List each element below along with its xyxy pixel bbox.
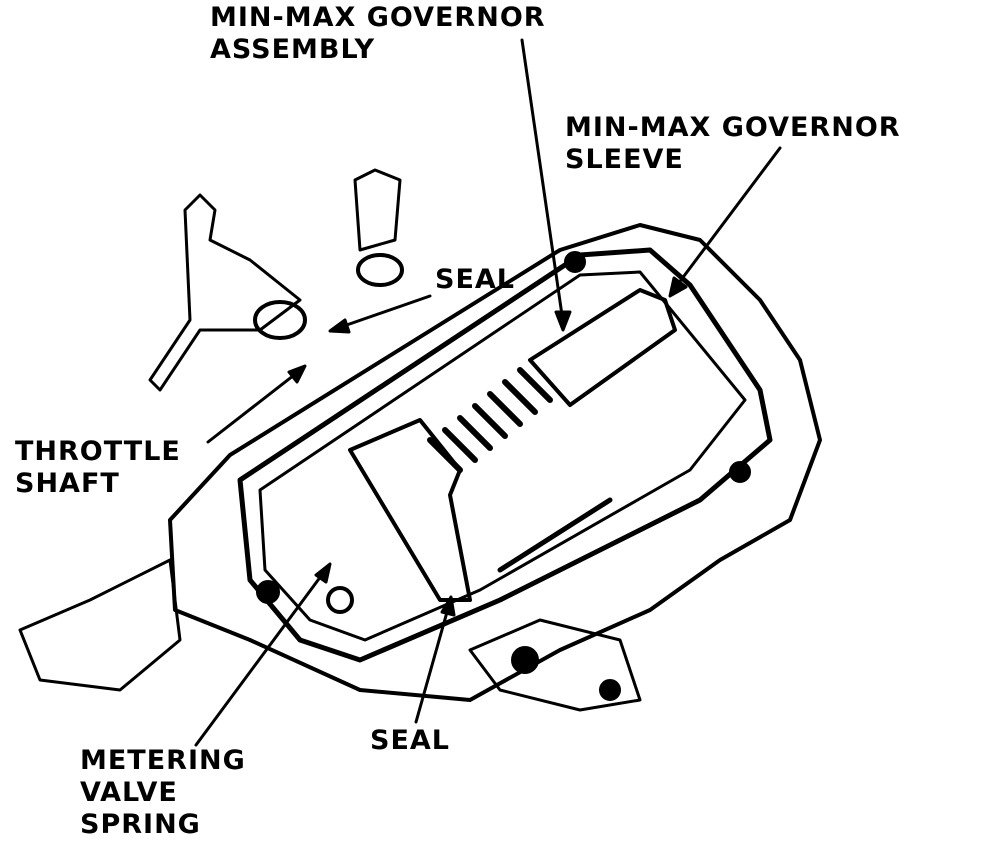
label-line: METERING [80,745,246,776]
governor-lever [348,418,472,602]
governor-sleeve [528,288,677,407]
cover-gasket [237,247,773,663]
label-line: SHAFT [15,468,120,499]
governor-spring [427,367,553,473]
label-throttle-shaft: THROTTLE SHAFT [15,436,181,500]
label-governor-assembly: MIN-MAX GOVERNOR ASSEMBLY [210,2,546,66]
bolt-hole [564,251,586,273]
label-line: THROTTLE [15,436,181,467]
throttle-lever [148,193,302,392]
label-line: MIN-MAX GOVERNOR [565,112,901,143]
label-line: SEAL [370,725,450,756]
label-line: SPRING [80,809,201,840]
label-line: SLEEVE [565,144,684,175]
label-line: MIN-MAX GOVERNOR [210,2,546,33]
bolt-hole [326,586,354,614]
label-line: VALVE [80,777,178,808]
label-seal-top: SEAL [435,264,515,296]
bolt-hole [256,580,280,604]
label-metering-valve-spring: METERING VALVE SPRING [80,745,246,841]
label-line: ASSEMBLY [210,34,376,65]
label-seal-bottom: SEAL [370,725,450,757]
bolt-hole [729,461,751,483]
pump-housing [168,223,822,702]
label-line: SEAL [435,264,515,295]
label-governor-sleeve: MIN-MAX GOVERNOR SLEEVE [565,112,901,176]
leader-lines [194,38,782,747]
